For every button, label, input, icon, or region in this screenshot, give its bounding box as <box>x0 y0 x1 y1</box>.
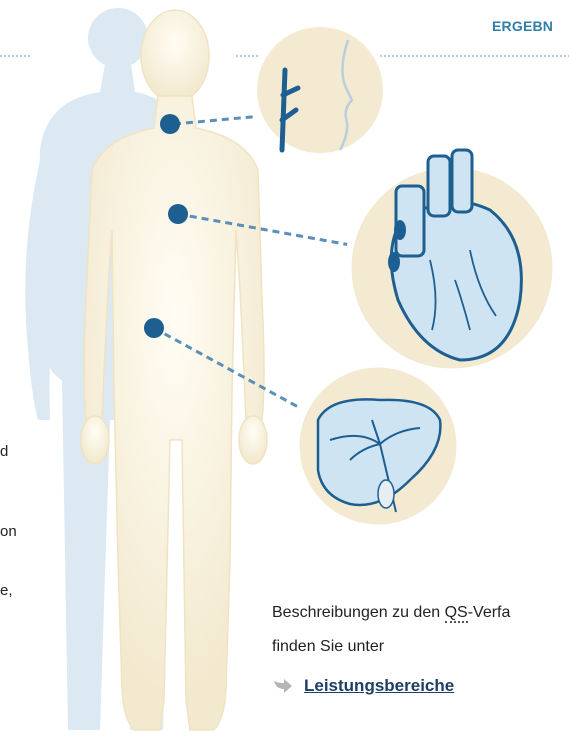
marker-neck[interactable] <box>160 114 180 134</box>
left-text-fragment: on <box>0 523 17 540</box>
qs-abbreviation[interactable]: QS <box>445 604 468 623</box>
description-prefix: Beschreibungen zu den <box>272 604 445 621</box>
heart-organ-circle[interactable] <box>348 150 556 372</box>
arrow-right-icon <box>272 677 294 695</box>
leistungsbereiche-link[interactable]: Leistungsbereiche <box>272 674 454 698</box>
neck-vessel-circle[interactable] <box>254 24 386 156</box>
left-text-fragment: d <box>0 443 8 460</box>
marker-liver[interactable] <box>144 318 164 338</box>
qs-description-text: Beschreibungen zu den QS-Verfa <box>272 604 510 622</box>
description-suffix: -Verfa <box>468 604 511 621</box>
find-under-text: finden Sie unter <box>272 638 384 656</box>
leistungsbereiche-link-label[interactable]: Leistungsbereiche <box>304 676 454 696</box>
section-header-label: ERGEBN <box>492 18 553 34</box>
left-text-fragment: e, <box>0 582 13 599</box>
liver-organ-circle[interactable] <box>296 364 460 528</box>
marker-heart[interactable] <box>168 204 188 224</box>
